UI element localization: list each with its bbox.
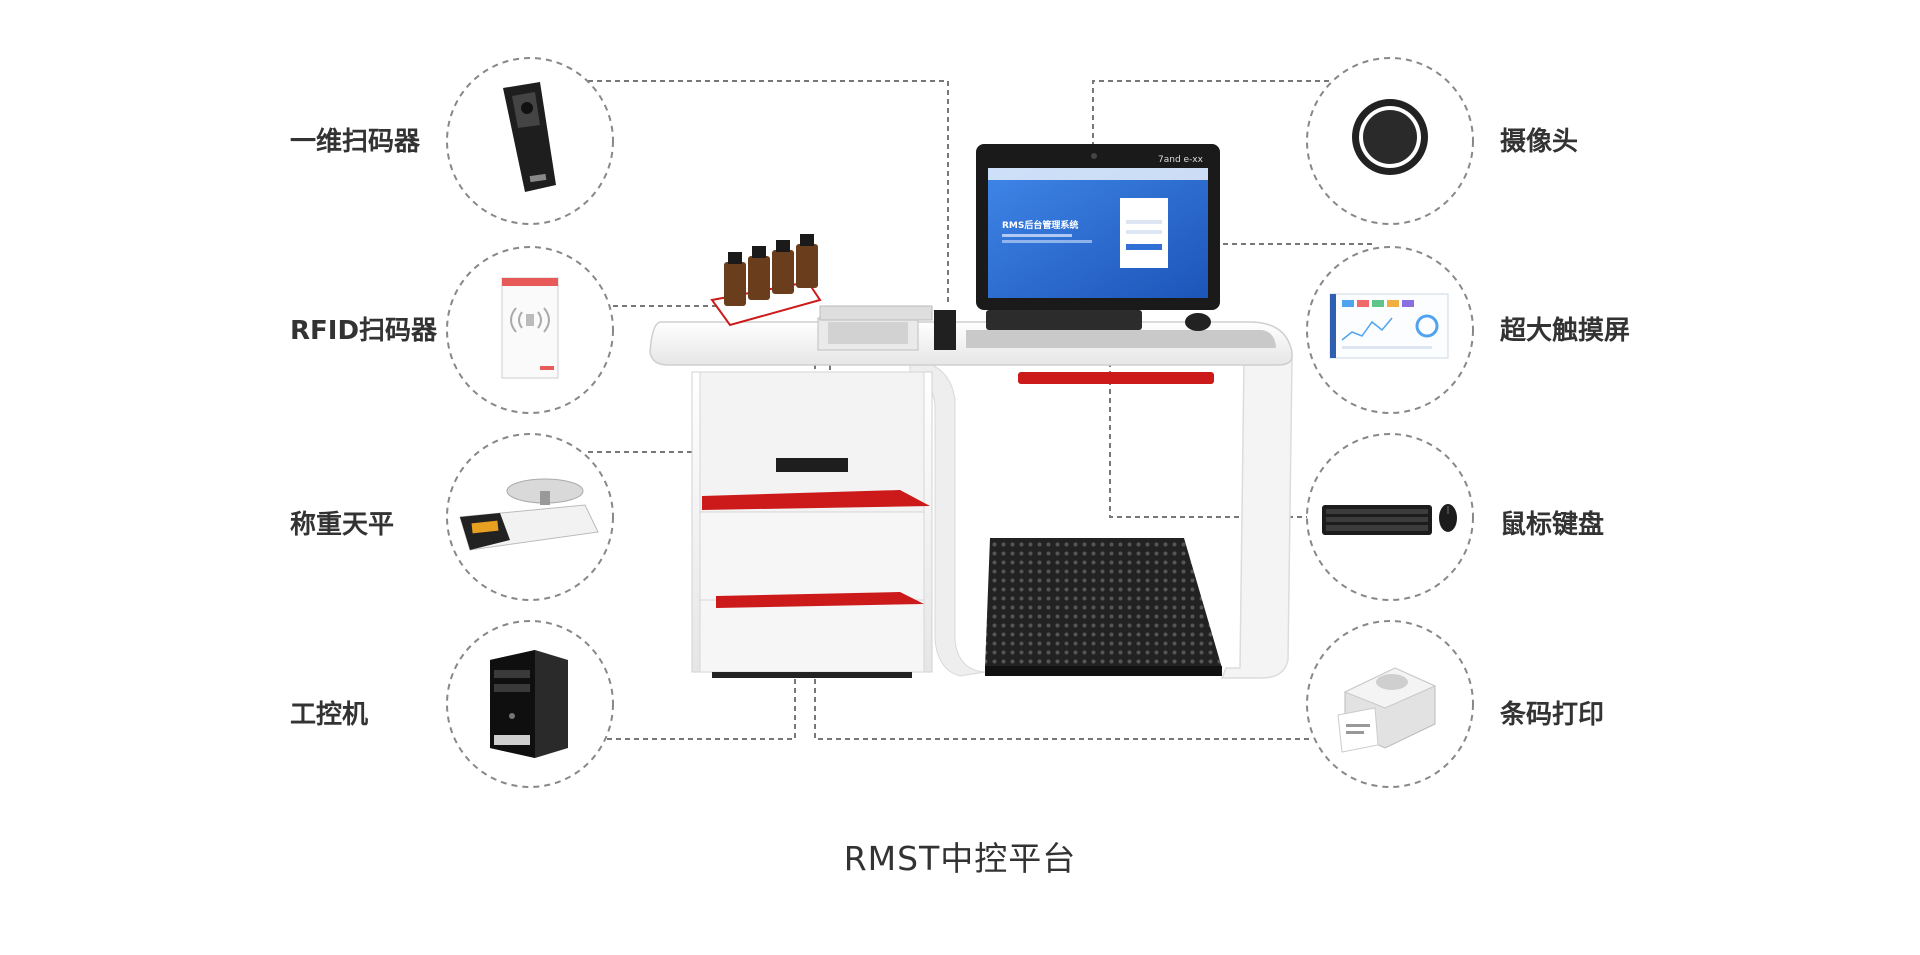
scale-balance-icon — [459, 478, 599, 551]
mesh-shelf — [985, 538, 1222, 668]
screen-app-title: RMS后台管理系统 — [1002, 219, 1078, 231]
dashboard-screen-icon — [1329, 293, 1449, 359]
connector-barcode-scanner — [588, 80, 949, 305]
sample-bottle-rack — [710, 234, 822, 327]
desk-keyboard — [986, 310, 1142, 330]
rfid-reader-icon — [501, 277, 559, 379]
cabinet-slot — [776, 458, 848, 472]
circle-balance — [446, 433, 614, 601]
circle-camera — [1306, 57, 1474, 225]
label-mouse-keyboard: 鼠标键盘 — [1500, 510, 1605, 540]
label-balance: 称重天平 — [290, 510, 395, 540]
monitor-screen — [988, 168, 1208, 298]
circle-rfid-scanner — [446, 246, 614, 414]
red-stripe-1 — [702, 490, 930, 510]
connector-camera — [1092, 80, 1329, 155]
pc-tower-icon — [490, 650, 568, 758]
cabinet-drawer-top — [699, 371, 925, 513]
cabinet-drawer-bottom — [699, 599, 925, 673]
cabinet-drawer-middle — [699, 511, 925, 601]
keyboard-mouse-icon — [1322, 504, 1457, 535]
label-industrial-pc: 工控机 — [290, 700, 369, 730]
monitor-brand: 7and e-xx — [1158, 155, 1204, 165]
barcode-scanner-icon — [503, 82, 556, 192]
label-camera: 摄像头 — [1500, 127, 1579, 157]
rmst-workstation: 7and e-xx RMS后台管理系统 — [649, 144, 1293, 679]
desk-gray-inset — [966, 330, 1276, 348]
circle-touchscreen — [1306, 246, 1474, 414]
camera-icon — [1352, 99, 1428, 175]
scanner-slot — [934, 310, 956, 350]
label-barcode-printer: 条码打印 — [1500, 700, 1605, 730]
label-barcode-scanner: 一维扫码器 — [290, 127, 421, 157]
label-touchscreen: 超大触摸屏 — [1500, 316, 1631, 346]
desk-mouse — [1185, 313, 1211, 331]
circle-barcode-scanner — [446, 57, 614, 225]
circle-mouse-keyboard — [1306, 433, 1474, 601]
circle-barcode-printer — [1306, 620, 1474, 788]
circle-industrial-pc — [446, 620, 614, 788]
desk-red-band — [1018, 372, 1214, 384]
desk-right-leg — [1200, 359, 1293, 679]
label-printer-icon — [1337, 667, 1437, 753]
label-rfid-scanner: RFID扫码器 — [290, 316, 438, 346]
red-stripe-2 — [716, 592, 924, 608]
diagram-caption: RMST中控平台 — [843, 839, 1077, 878]
